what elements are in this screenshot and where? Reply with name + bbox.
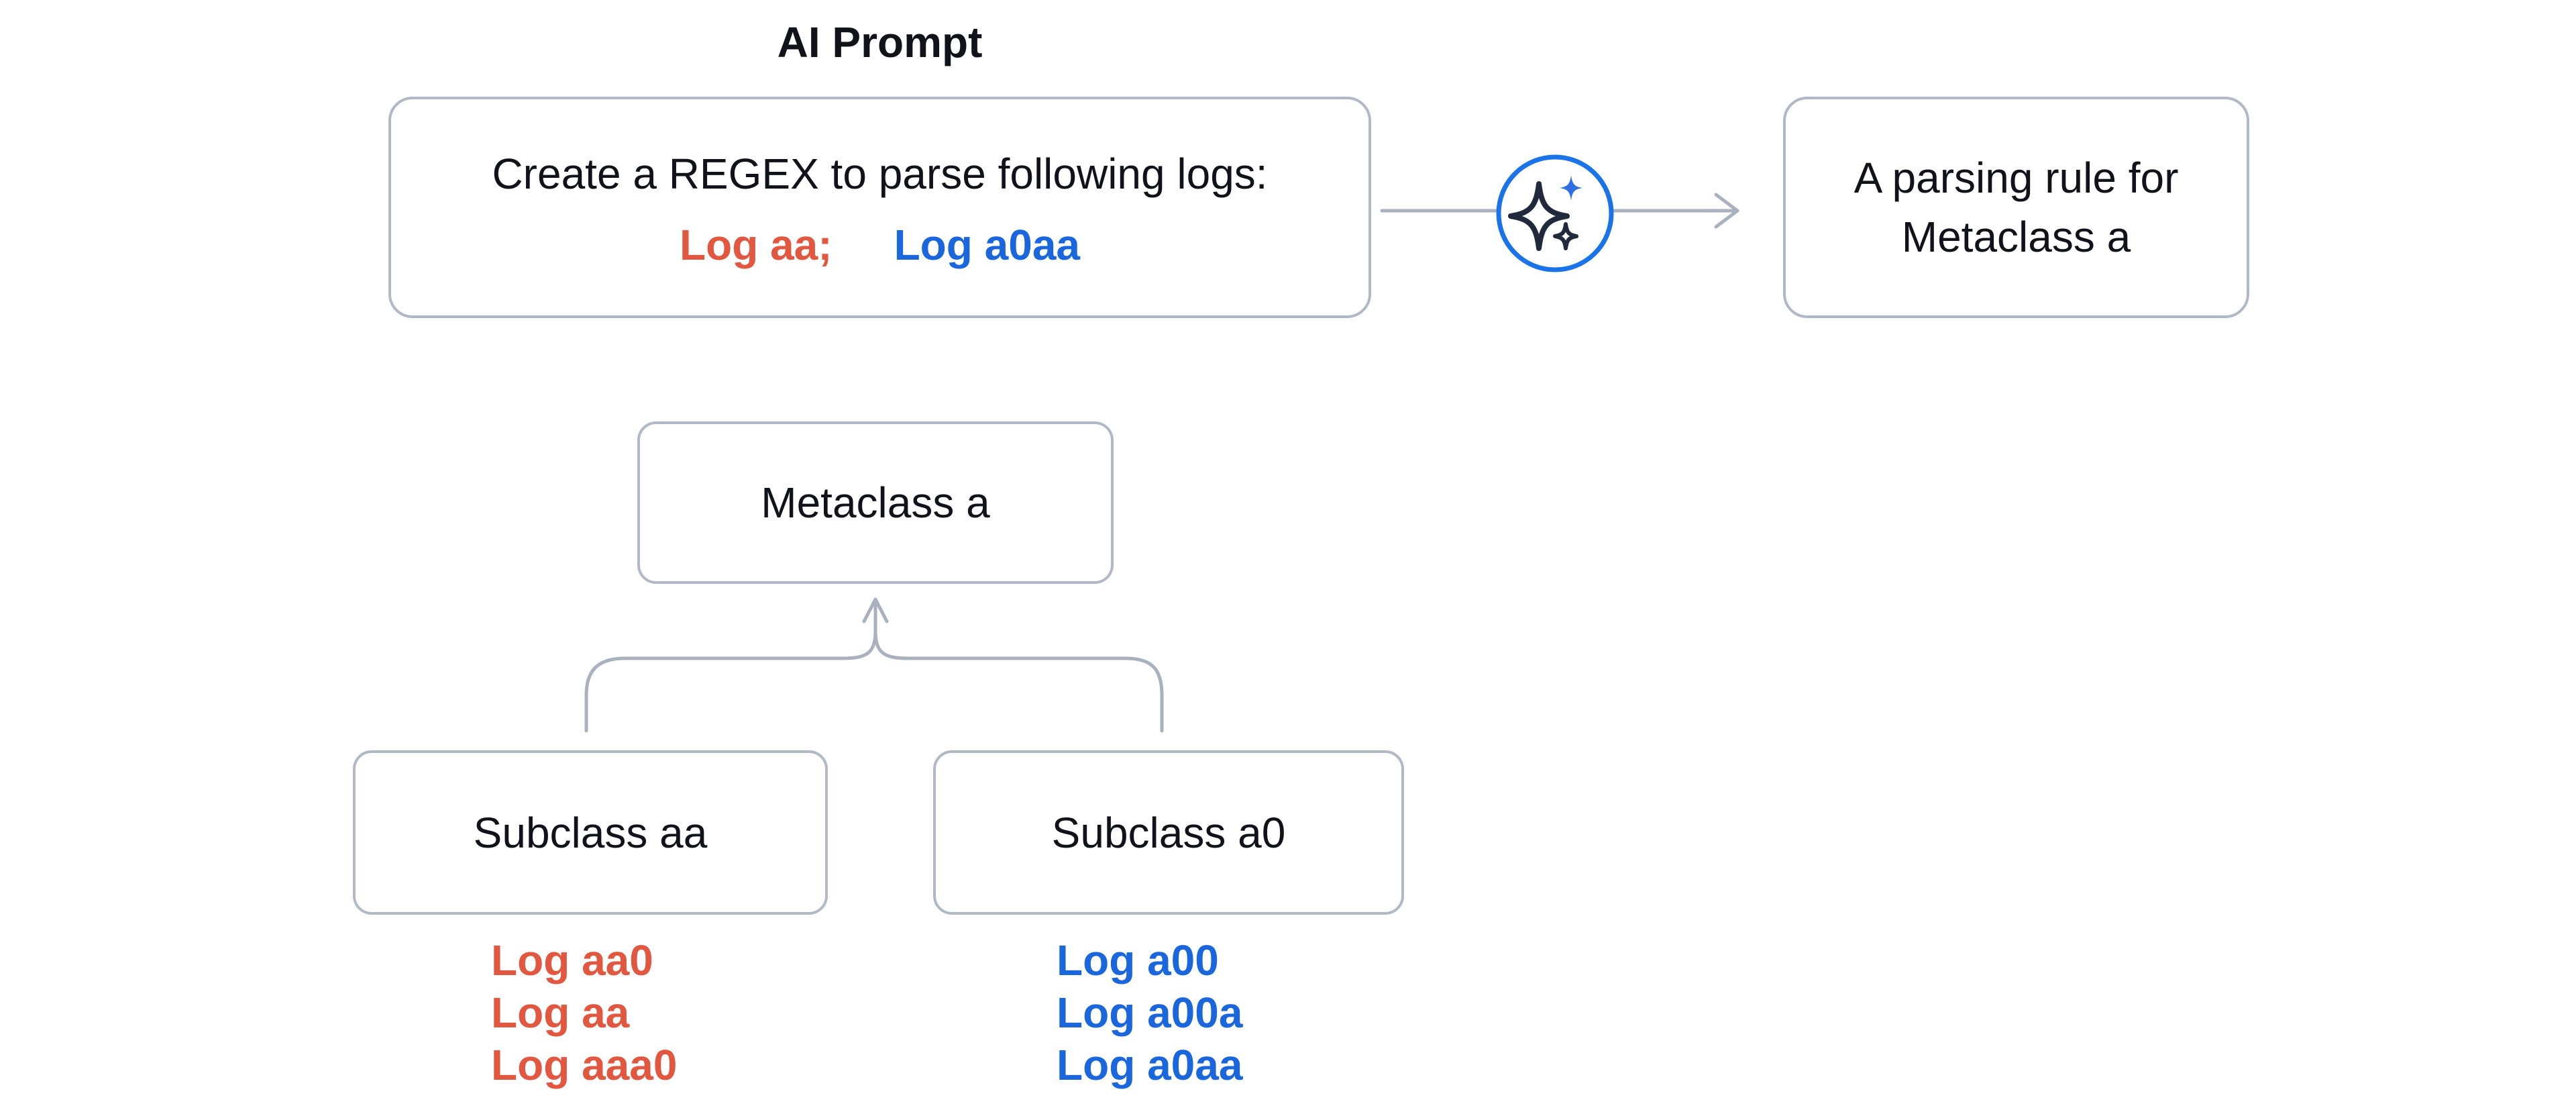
arrow-up-icon [862, 597, 889, 633]
log-line: Log aaa0 [491, 1041, 678, 1089]
log-line: Log a0aa [1057, 1041, 1243, 1089]
flow-arrow [1380, 154, 1739, 272]
bracket-right-branch [873, 629, 1164, 733]
result-text-line2: Metaclass a [1901, 213, 2131, 261]
tree-connector [584, 597, 1164, 733]
ai-sparkle-icon [1496, 154, 1614, 272]
prompt-box: Create a REGEX to parse following logs: … [388, 97, 1371, 318]
log-line: Log a00 [1057, 936, 1219, 984]
subclass-a0-label: Subclass a0 [1051, 808, 1286, 857]
metaclass-label: Metaclass a [761, 478, 990, 527]
subclass-aa-box: Subclass aa [353, 750, 828, 915]
metaclass-box: Metaclass a [637, 421, 1114, 584]
prompt-log-examples: Log aa; Log a0aa [680, 221, 1080, 269]
subclass-a0-box: Subclass a0 [933, 750, 1404, 915]
log-line: Log a00a [1057, 989, 1243, 1037]
prompt-log-blue: Log a0aa [894, 221, 1080, 269]
page-title: AI Prompt [777, 18, 983, 66]
prompt-instruction: Create a REGEX to parse following logs: [492, 150, 1268, 198]
bracket-left-branch [584, 629, 877, 733]
result-box: A parsing rule for Metaclass a [1783, 97, 2249, 318]
log-line: Log aa [491, 989, 630, 1037]
subclass-aa-label: Subclass aa [473, 808, 708, 857]
log-line: Log aa0 [491, 936, 653, 984]
result-text-line1: A parsing rule for [1854, 154, 2179, 202]
prompt-log-red: Log aa; [680, 221, 833, 269]
